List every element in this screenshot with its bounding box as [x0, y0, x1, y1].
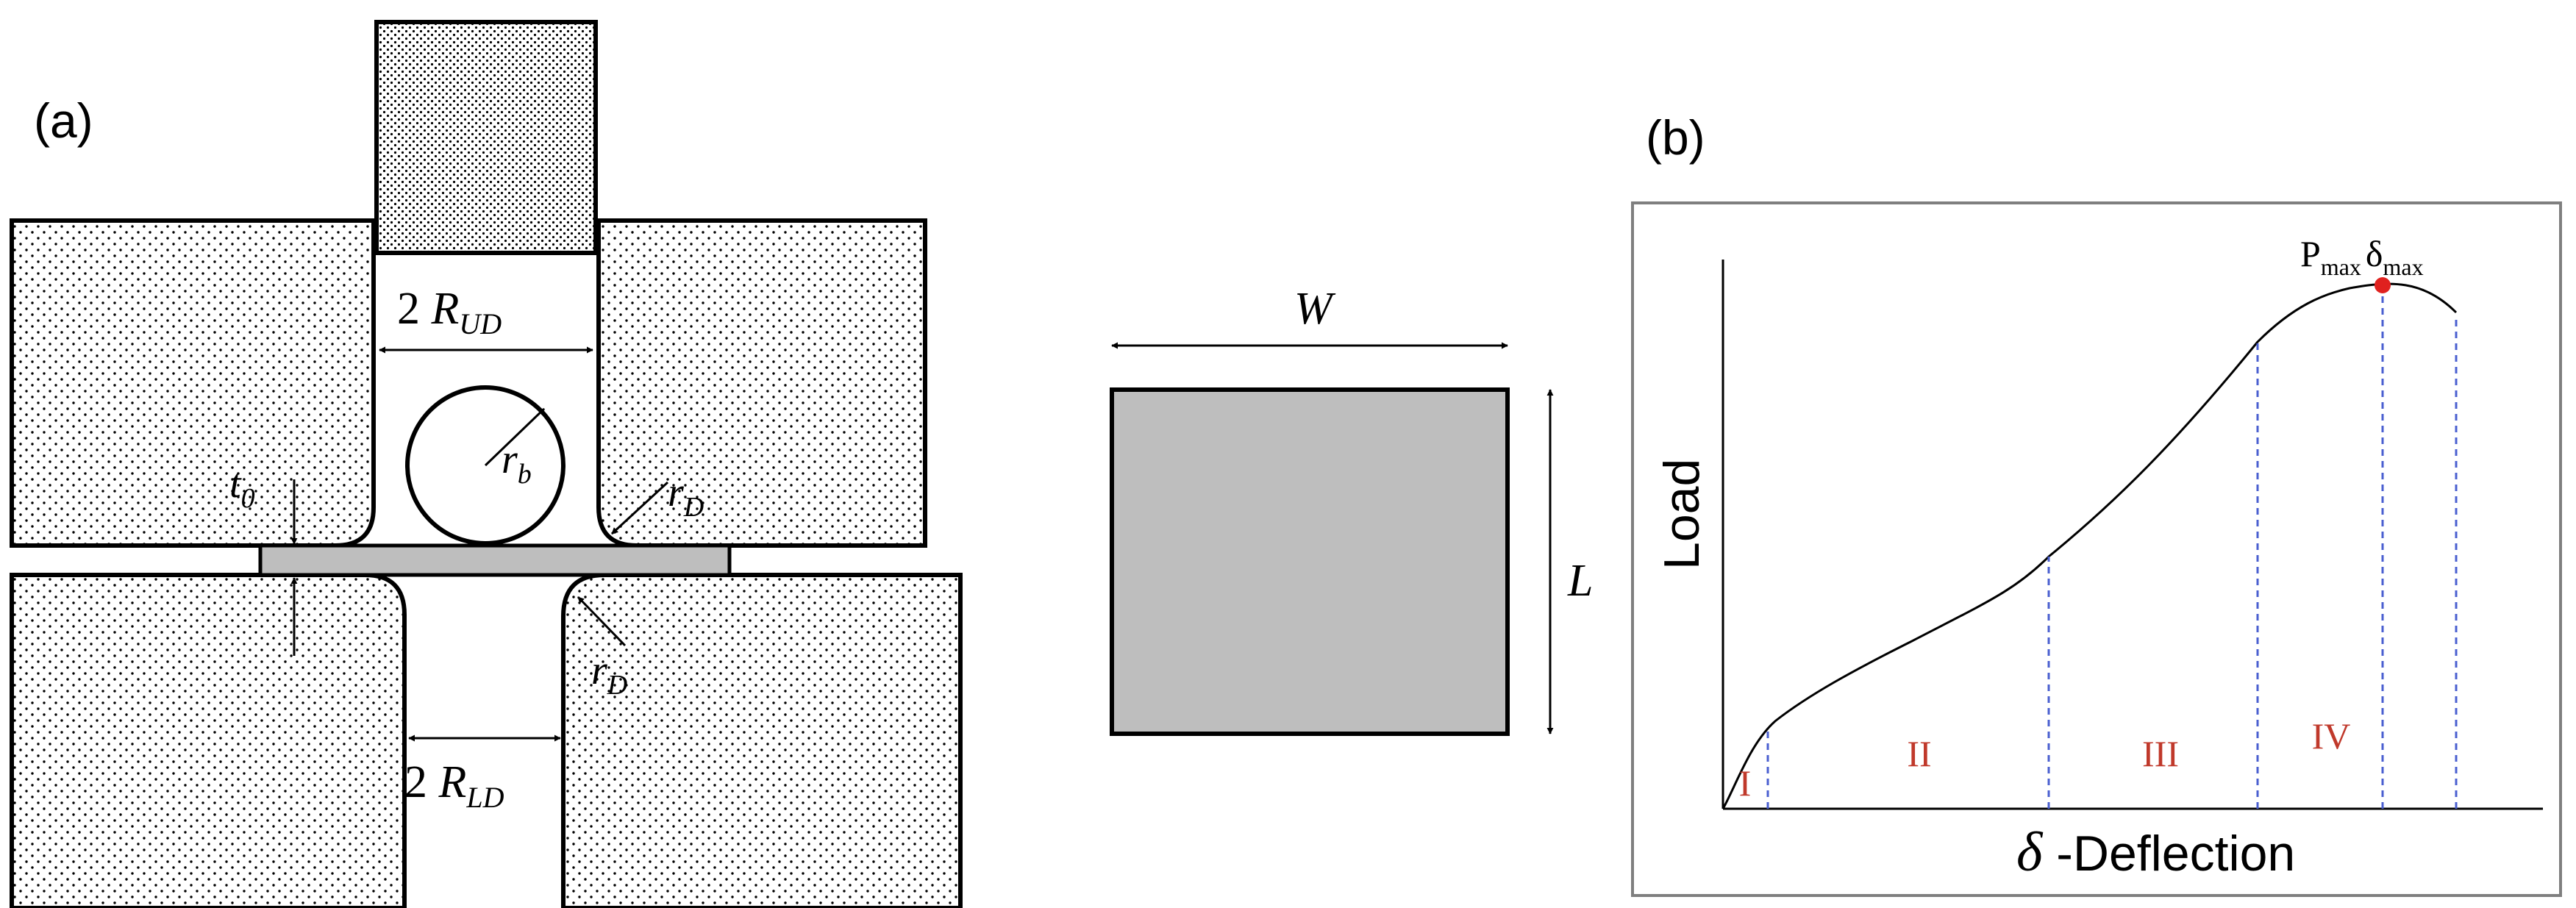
chart-frame — [1631, 201, 2562, 897]
dim-lower-label: 2 RLD — [404, 757, 504, 814]
specimen-rectangle — [1110, 387, 1510, 736]
region-label-3: III — [2142, 733, 2179, 774]
punch — [374, 20, 598, 255]
lower-left-die — [10, 573, 407, 908]
panel-a: (a) rb 2 RUD 2 RLD t0 rD rD — [10, 20, 963, 908]
specimen-sheet — [258, 543, 732, 577]
load-deflection-curve — [1722, 282, 2458, 809]
region-label-2: II — [1907, 733, 1931, 774]
region-label-4: IV — [2312, 715, 2351, 757]
thickness-label: t0 — [229, 461, 255, 514]
length-label: L — [1567, 556, 1593, 606]
lower-right-die — [561, 573, 963, 908]
x-axis-label: δ -Deflection — [2016, 821, 2295, 883]
region-label-1: I — [1739, 762, 1752, 804]
y-axis-label: Load — [1654, 459, 1710, 570]
upper-right-die — [596, 218, 927, 548]
die-radius-upper-arrow — [610, 481, 669, 535]
ball-radius-arrow — [484, 407, 546, 467]
width-label: W — [1294, 284, 1336, 334]
die-radius-lower-label: rD — [591, 648, 627, 701]
specimen-view: W L — [1110, 284, 1593, 736]
panel-b-label: (b) — [1646, 110, 1705, 165]
die-radius-upper-label: rD — [668, 470, 704, 523]
dim-upper-label: 2 RUD — [397, 284, 502, 340]
peak-marker — [2375, 277, 2391, 293]
die-radius-lower-arrow — [577, 596, 627, 647]
upper-left-die — [10, 218, 376, 548]
panel-a-label: (a) — [34, 93, 93, 148]
ball-radius-label: rb — [502, 437, 532, 490]
